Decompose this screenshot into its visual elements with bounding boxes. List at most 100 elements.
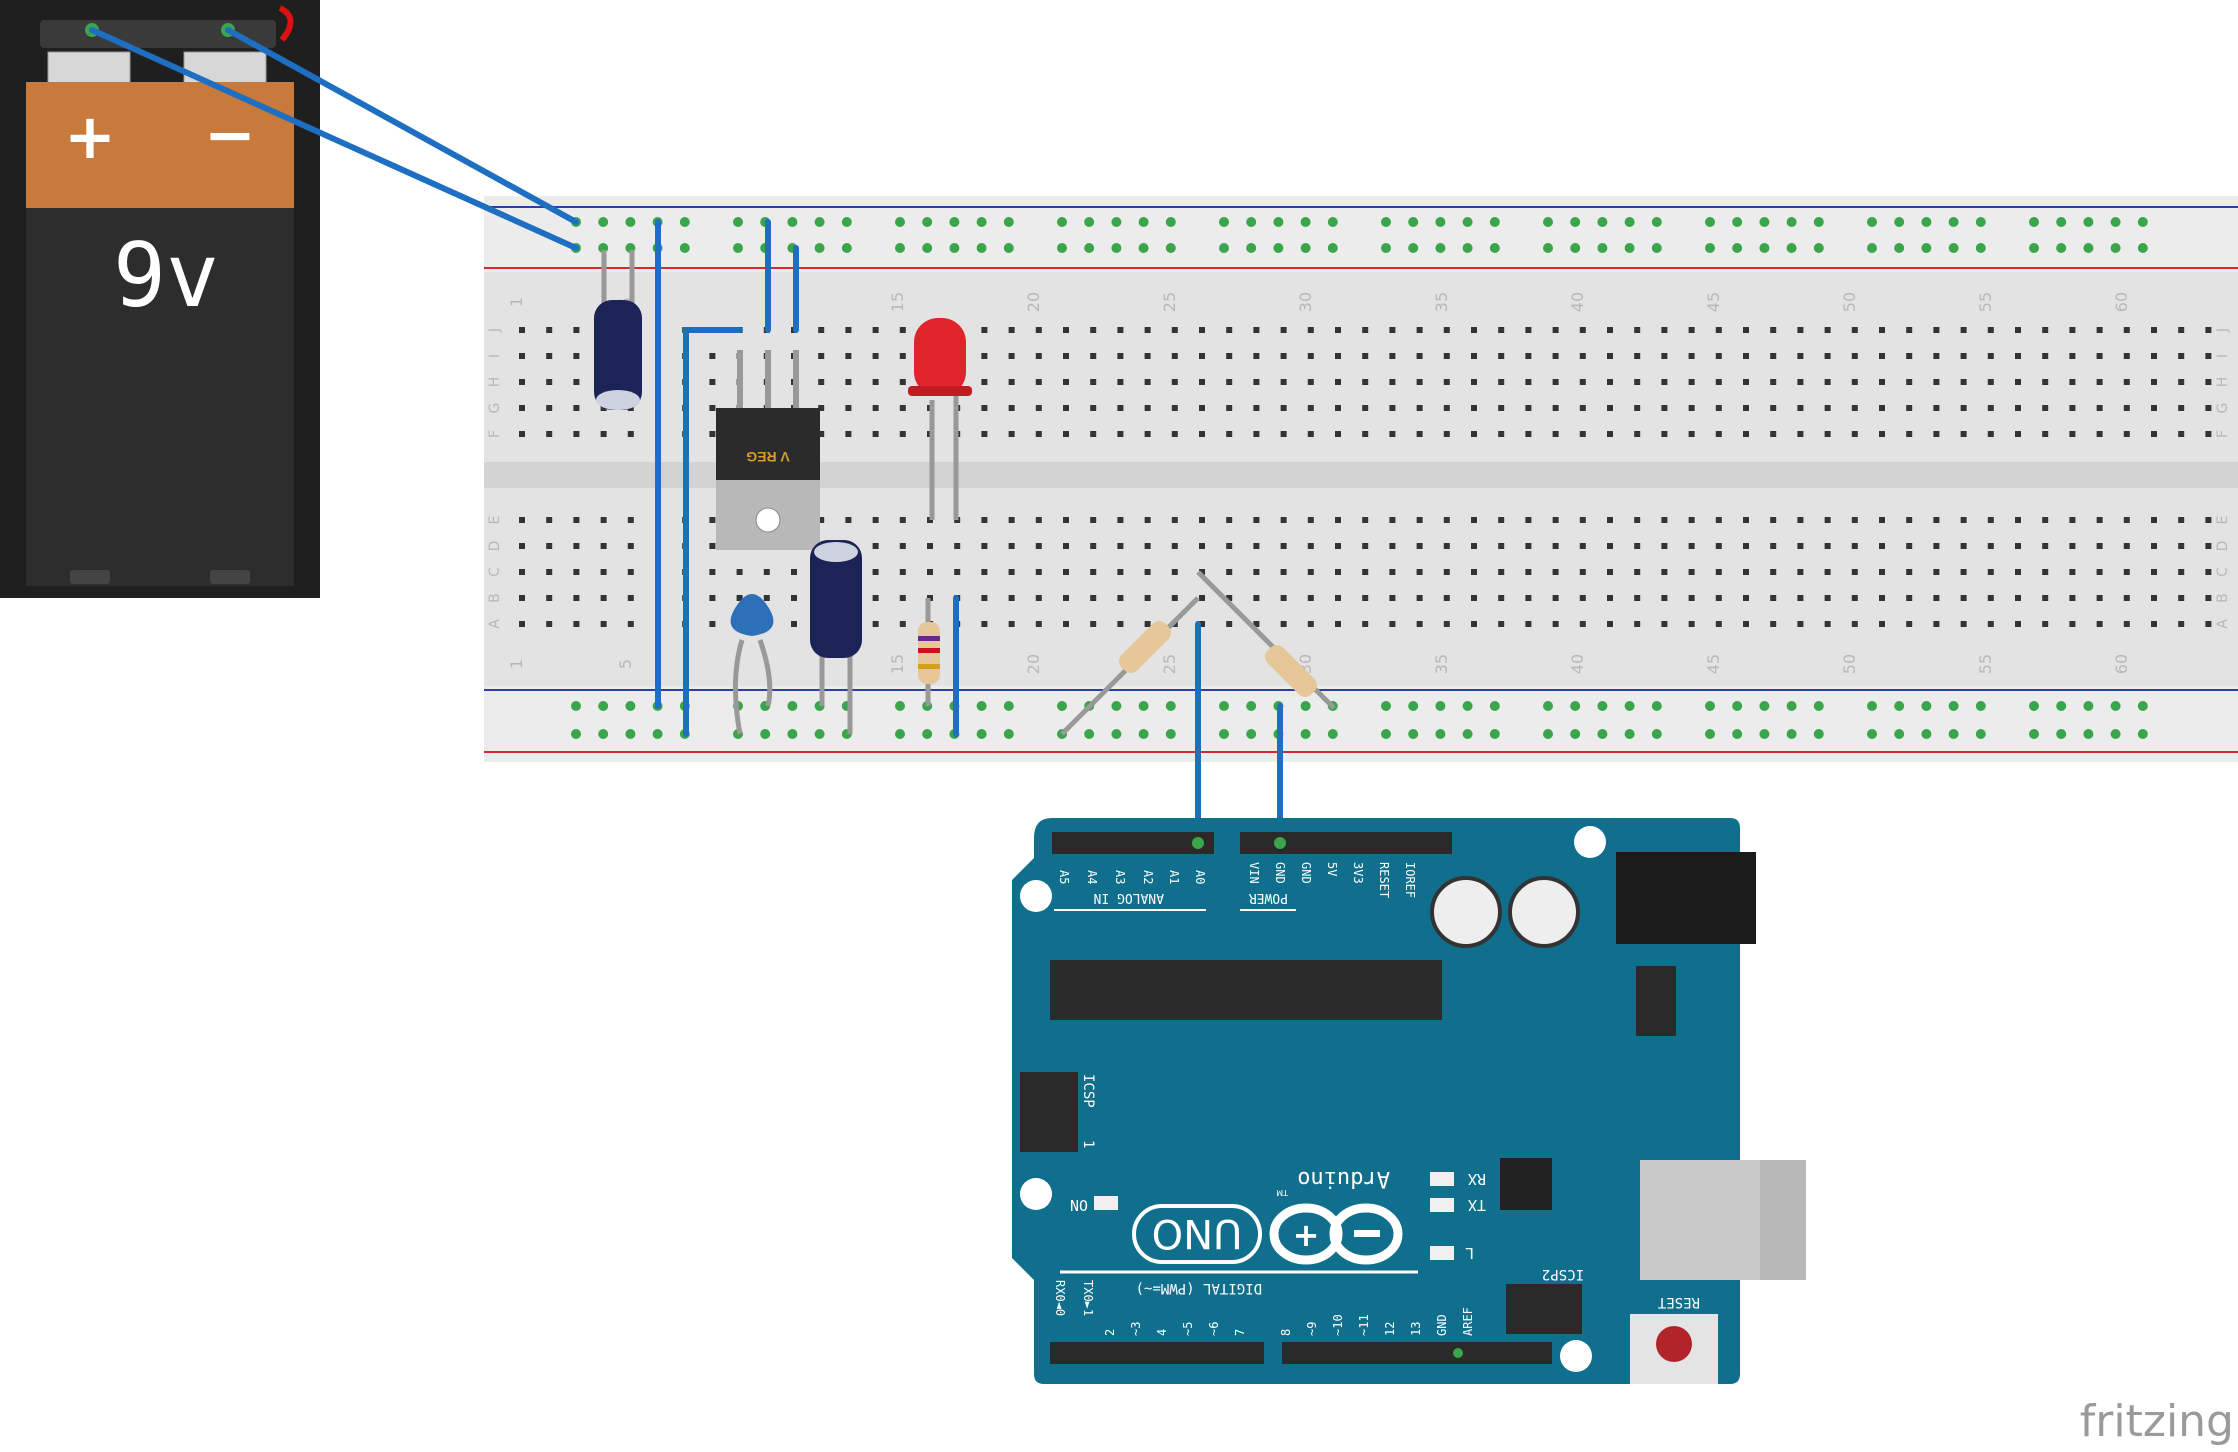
breadboard-hole[interactable] — [519, 517, 525, 523]
rail-hole[interactable] — [679, 243, 690, 253]
rail-hole[interactable] — [1138, 243, 1149, 253]
reset-button[interactable] — [1656, 1326, 1692, 1362]
breadboard-hole[interactable] — [1144, 543, 1151, 549]
breadboard-hole[interactable] — [1498, 353, 1505, 359]
wire-battery-minus[interactable] — [225, 27, 579, 225]
breadboard-hole[interactable] — [1226, 517, 1233, 523]
rail-hole[interactable] — [976, 729, 987, 739]
breadboard-hole[interactable] — [1851, 517, 1858, 523]
breadboard-hole[interactable] — [1117, 569, 1124, 575]
breadboard-hole[interactable] — [1117, 327, 1124, 333]
rail-hole[interactable] — [1813, 701, 1824, 711]
breadboard-hole[interactable] — [1035, 353, 1042, 359]
rail-hole[interactable] — [841, 217, 852, 227]
breadboard-hole[interactable] — [1579, 327, 1586, 333]
breadboard-hole[interactable] — [600, 595, 607, 601]
breadboard-hole[interactable] — [899, 543, 906, 549]
breadboard-hole[interactable] — [573, 431, 580, 437]
breadboard-hole[interactable] — [1688, 431, 1695, 437]
breadboard-hole[interactable] — [1253, 327, 1260, 333]
rail-hole[interactable] — [1921, 243, 1932, 253]
breadboard-hole[interactable] — [1280, 517, 1287, 523]
rail-hole[interactable] — [1597, 243, 1608, 253]
breadboard-hole[interactable] — [2042, 431, 2049, 437]
breadboard-hole[interactable] — [1634, 431, 1641, 437]
rail-hole[interactable] — [787, 701, 798, 711]
breadboard-hole[interactable] — [2096, 595, 2103, 601]
rail-hole[interactable] — [1057, 243, 1067, 253]
breadboard-hole[interactable] — [2042, 353, 2049, 359]
rail-hole[interactable] — [1273, 243, 1284, 253]
breadboard-hole[interactable] — [1443, 595, 1450, 601]
breadboard-hole[interactable] — [1661, 379, 1668, 385]
breadboard-hole[interactable] — [1824, 595, 1831, 601]
breadboard-hole[interactable] — [1280, 569, 1287, 575]
breadboard-hole[interactable] — [1090, 543, 1097, 549]
rail-hole[interactable] — [1867, 701, 1877, 711]
breadboard-hole[interactable] — [1117, 353, 1124, 359]
breadboard-hole[interactable] — [845, 405, 852, 411]
breadboard-hole[interactable] — [1008, 595, 1015, 601]
breadboard-hole[interactable] — [1770, 517, 1777, 523]
breadboard-hole[interactable] — [1090, 517, 1097, 523]
rail-hole[interactable] — [1381, 243, 1391, 253]
rail-hole[interactable] — [1435, 729, 1446, 739]
breadboard-hole[interactable] — [2042, 595, 2049, 601]
rail-hole[interactable] — [1570, 243, 1581, 253]
breadboard-hole[interactable] — [1416, 379, 1423, 385]
breadboard-hole[interactable] — [2015, 569, 2021, 575]
breadboard-hole[interactable] — [1960, 327, 1967, 333]
breadboard-hole[interactable] — [1525, 543, 1532, 549]
breadboard-hole[interactable] — [709, 621, 716, 627]
rail-hole[interactable] — [1300, 701, 1311, 711]
breadboard-hole[interactable] — [1063, 327, 1069, 333]
rail-hole[interactable] — [1084, 217, 1095, 227]
breadboard-hole[interactable] — [763, 569, 770, 575]
rail-hole[interactable] — [1948, 243, 1959, 253]
breadboard-hole[interactable] — [1933, 353, 1940, 359]
rail-hole[interactable] — [1219, 217, 1229, 227]
breadboard-hole[interactable] — [1824, 379, 1831, 385]
breadboard-hole[interactable] — [818, 353, 825, 359]
breadboard-hole[interactable] — [2178, 621, 2185, 627]
rail-hole[interactable] — [1219, 729, 1229, 739]
breadboard-hole[interactable] — [1797, 517, 1804, 523]
pin-gnd[interactable] — [1274, 837, 1286, 849]
breadboard-hole[interactable] — [1090, 405, 1097, 411]
breadboard-hole[interactable] — [1525, 431, 1532, 437]
breadboard-hole[interactable] — [1471, 595, 1477, 601]
breadboard-hole[interactable] — [1416, 595, 1423, 601]
rail-hole[interactable] — [922, 217, 933, 227]
breadboard-hole[interactable] — [1688, 543, 1695, 549]
breadboard-hole[interactable] — [1090, 353, 1097, 359]
breadboard-hole[interactable] — [546, 405, 553, 411]
breadboard-hole[interactable] — [1661, 431, 1668, 437]
rail-hole[interactable] — [922, 729, 933, 739]
breadboard-hole[interactable] — [1933, 327, 1940, 333]
rail-hole[interactable] — [1111, 217, 1122, 227]
rail-hole[interactable] — [814, 243, 825, 253]
breadboard-hole[interactable] — [1715, 621, 1722, 627]
rail-hole[interactable] — [2029, 729, 2039, 739]
rail-hole[interactable] — [1165, 243, 1176, 253]
breadboard-hole[interactable] — [627, 621, 634, 627]
breadboard-hole[interactable] — [1471, 353, 1477, 359]
breadboard-hole[interactable] — [1035, 379, 1042, 385]
rail-hole[interactable] — [1327, 243, 1338, 253]
breadboard-hole[interactable] — [1688, 569, 1695, 575]
breadboard-hole[interactable] — [519, 431, 525, 437]
breadboard-hole[interactable] — [845, 327, 852, 333]
rail-hole[interactable] — [2110, 243, 2121, 253]
breadboard-hole[interactable] — [1987, 379, 1994, 385]
breadboard-hole[interactable] — [2096, 543, 2103, 549]
breadboard-hole[interactable] — [1280, 405, 1287, 411]
breadboard-hole[interactable] — [627, 543, 634, 549]
breadboard-hole[interactable] — [1607, 327, 1613, 333]
breadboard-hole[interactable] — [1335, 543, 1341, 549]
breadboard-hole[interactable] — [1498, 327, 1505, 333]
breadboard-hole[interactable] — [1199, 405, 1205, 411]
rail-hole[interactable] — [2137, 217, 2148, 227]
breadboard-hole[interactable] — [1008, 405, 1015, 411]
breadboard-hole[interactable] — [1443, 327, 1450, 333]
breadboard-hole[interactable] — [872, 517, 879, 523]
